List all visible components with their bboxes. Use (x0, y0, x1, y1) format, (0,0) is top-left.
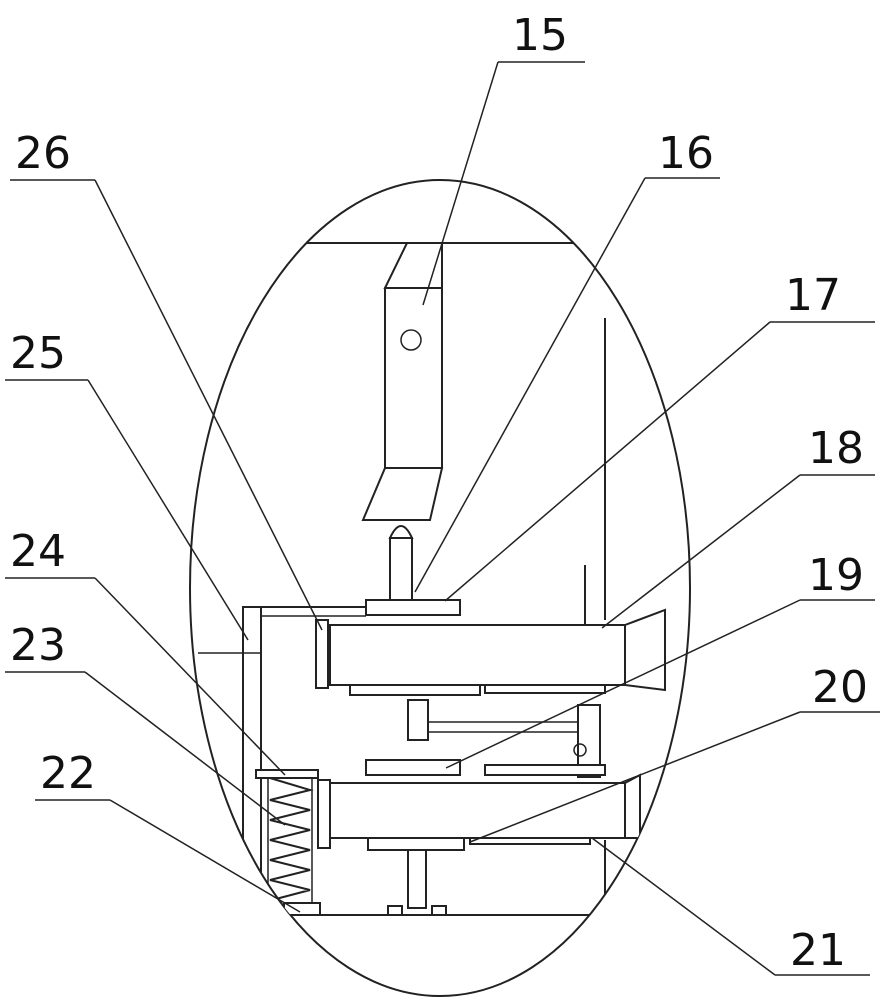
label-23: 23 (10, 620, 66, 671)
upper-beam (330, 625, 625, 685)
spring (268, 778, 312, 902)
mechanism-group (190, 243, 690, 915)
label-16: 16 (658, 128, 714, 179)
hanging-block-body (385, 288, 442, 468)
middle-pad-right (485, 765, 605, 775)
label-26: 26 (15, 128, 71, 179)
hanging-block-tip (363, 468, 442, 520)
hanging-block (385, 243, 442, 288)
bottom-rod-foot-left (388, 906, 402, 915)
lower-stop-plate (318, 780, 330, 848)
push-rod (390, 538, 412, 600)
leader-21-diag (592, 838, 775, 975)
label-24: 24 (10, 526, 66, 577)
label-17: 17 (785, 270, 841, 321)
housing-frame (243, 607, 261, 907)
leader-23-diag (85, 672, 285, 825)
lower-beam-end (625, 775, 640, 838)
label-15: 15 (512, 10, 568, 61)
leader-26-diag (95, 180, 322, 630)
spring-seat (256, 770, 318, 778)
upper-beam-end (625, 610, 665, 690)
label-19: 19 (808, 550, 864, 601)
label-21: 21 (790, 925, 846, 976)
lower-pad-right (470, 838, 590, 844)
upper-beam-pad-left (350, 685, 480, 695)
label-20: 20 (812, 662, 868, 713)
push-rod-head (390, 526, 412, 538)
upper-beam-pad-right (485, 685, 605, 693)
spring-foot (284, 903, 320, 915)
leader-18-diag (602, 475, 800, 628)
left-stop-plate (316, 620, 328, 688)
lower-pad (368, 838, 464, 850)
leader-25-diag (88, 380, 248, 640)
label-18: 18 (808, 423, 864, 474)
upper-pad (366, 600, 460, 615)
leader-22-diag (110, 800, 300, 912)
middle-connector (408, 700, 428, 740)
bottom-rod-foot-right (432, 906, 446, 915)
leader-15-diag (423, 62, 498, 305)
leader-16-diag (415, 178, 645, 592)
label-25: 25 (10, 328, 66, 379)
lower-beam (330, 783, 625, 838)
leader-17-diag (445, 322, 770, 601)
bottom-rod (408, 850, 426, 908)
label-22: 22 (40, 748, 96, 799)
